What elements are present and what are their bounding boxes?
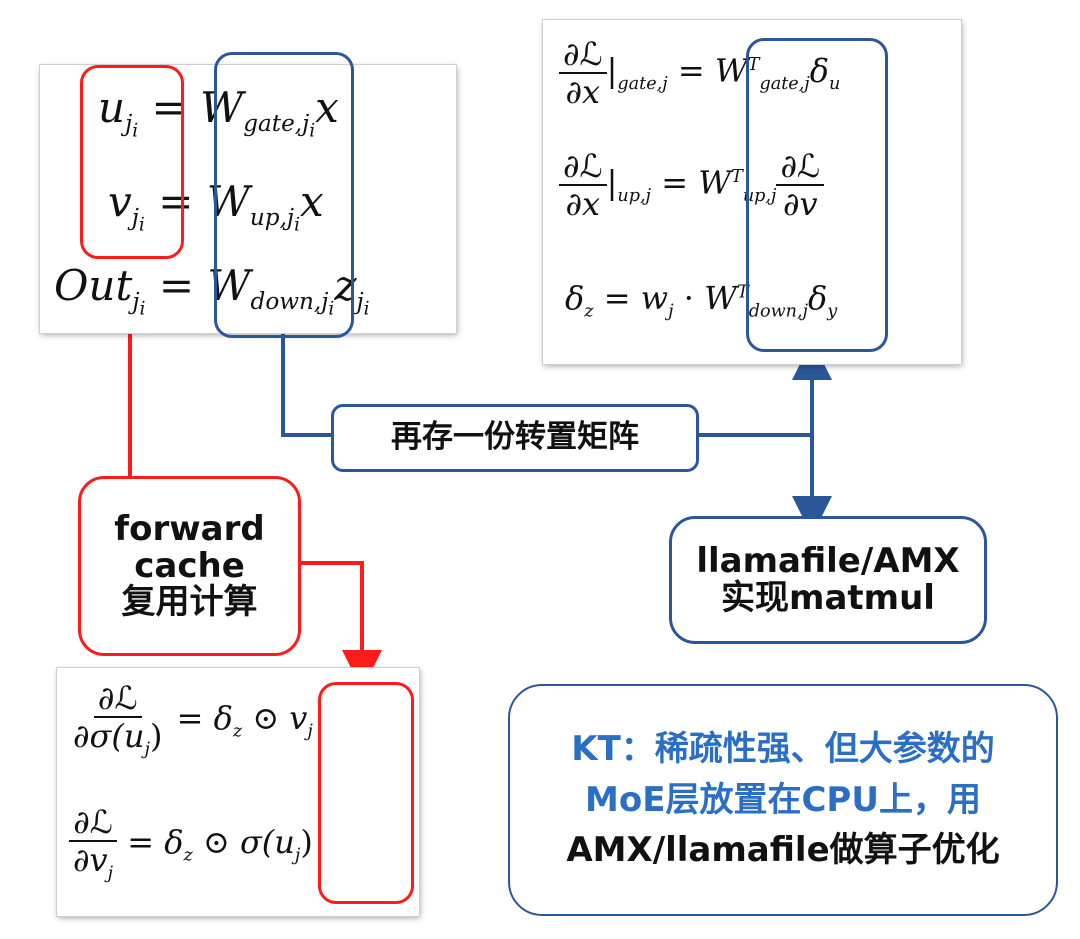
kt-summary-line-3: AMX/llamafile做算子优化 <box>566 830 1000 871</box>
forward-cache-highlight-box <box>80 65 184 259</box>
gradient-v-equation: ∂ℒ∂vj = δz ⊙ σ(uj) <box>69 806 313 883</box>
gradient-gate-equation: ∂ℒ∂x|gate,j = WTgate,jδu <box>559 38 840 108</box>
kt-summary-line-1: KT：稀疏性强、但大参数的 <box>571 728 995 769</box>
forward-equations-panel: uji = Wgate,jix vji = Wup,jix Outji = Wd… <box>40 65 456 333</box>
activation-gradients-panel: ∂ℒ∂σ(uj) = δz ⊙ vj ∂ℒ∂vj = δz ⊙ σ(uj) <box>57 668 419 916</box>
forward-cache-callout: forward cache 复用计算 <box>78 476 301 656</box>
gradient-up-equation: ∂ℒ∂x|up,j = WTup,j∂ℒ∂v <box>559 150 825 220</box>
gradient-down-equation: δz = wj · WTdown,jδy <box>565 279 838 322</box>
transposed-weight-highlight-box <box>746 38 888 352</box>
equation-v: vji = Wup,jix <box>108 177 324 236</box>
reused-cache-highlight-box <box>318 682 414 904</box>
backward-gradients-panel: ∂ℒ∂x|gate,j = WTgate,jδu ∂ℒ∂x|up,j = WTu… <box>543 20 961 364</box>
red-wire-bottom <box>300 561 382 690</box>
store-transpose-label: 再存一份转置矩阵 <box>331 404 699 472</box>
weight-matrix-highlight-box <box>214 52 354 338</box>
blue-wire-left <box>281 333 333 437</box>
equation-u: uji = Wgate,jix <box>98 83 339 142</box>
gradient-sigma-equation: ∂ℒ∂σ(uj) = δz ⊙ vj <box>73 679 313 760</box>
kt-summary-line-2: MoE层放置在CPU上，用 <box>585 779 981 820</box>
llamafile-amx-callout: llamafile/AMX 实现matmul <box>669 516 987 644</box>
kt-summary-callout: KT：稀疏性强、但大参数的 MoE层放置在CPU上，用 AMX/llamafil… <box>508 684 1058 916</box>
